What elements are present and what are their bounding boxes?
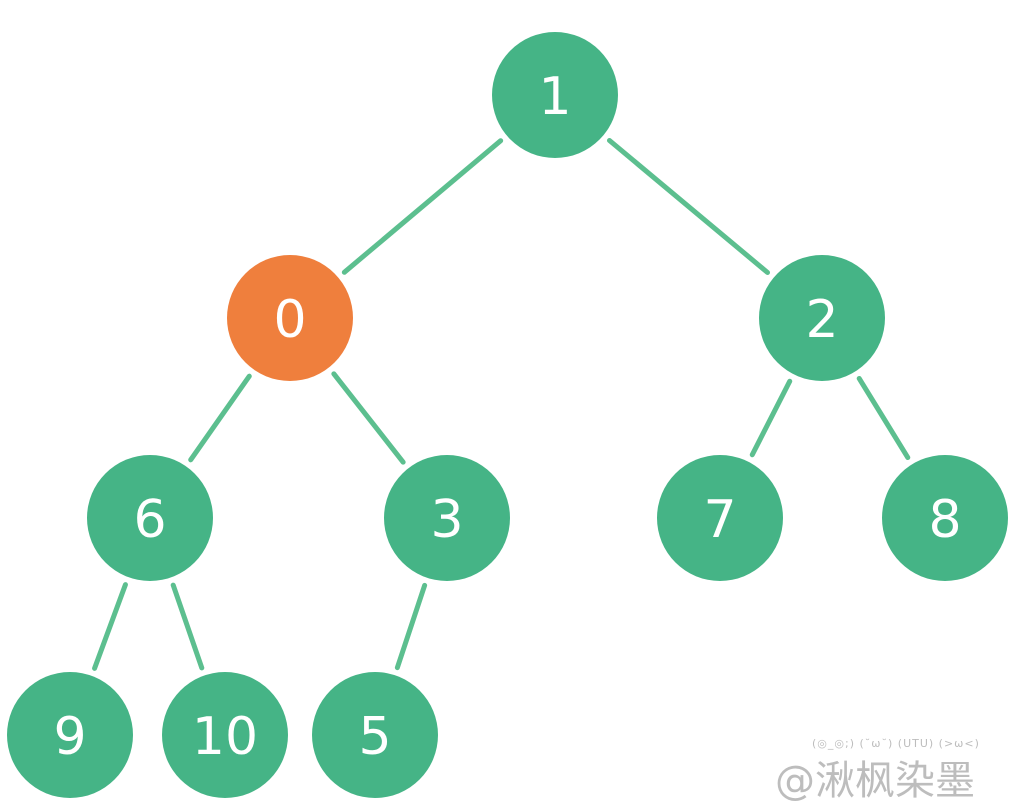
watermark-text: @湫枫染墨 <box>775 758 975 804</box>
tree-node-10: 10 <box>162 672 288 798</box>
node-label: 3 <box>430 490 463 550</box>
tree-node-6: 6 <box>87 455 213 581</box>
node-label: 7 <box>703 490 736 550</box>
tree-node-0: 0 <box>227 255 353 381</box>
tree-node-9: 9 <box>7 672 133 798</box>
tree-node-7: 7 <box>657 455 783 581</box>
edge-n1-n0 <box>341 138 504 275</box>
edge-n0-n6 <box>188 373 252 463</box>
edge-n3-n5 <box>394 582 428 671</box>
node-circle <box>87 455 213 581</box>
watermark-kaomoji: (◎_◎;) (˘ω˘) (UTU) (>ω<) <box>812 737 980 750</box>
node-label: 8 <box>928 490 961 550</box>
node-circle <box>384 455 510 581</box>
node-circle <box>312 672 438 798</box>
node-circle <box>882 455 1008 581</box>
tree-node-1: 1 <box>492 32 618 158</box>
edge-n0-n3 <box>331 371 406 465</box>
node-label: 0 <box>273 290 306 350</box>
node-label: 6 <box>133 490 166 550</box>
tree-node-3: 3 <box>384 455 510 581</box>
node-circle <box>162 672 288 798</box>
highlighted-node-circle <box>227 255 353 381</box>
tree-node-2: 2 <box>759 255 885 381</box>
node-circle <box>7 672 133 798</box>
node-label: 2 <box>805 290 838 350</box>
edge-n6-n9 <box>92 582 128 671</box>
tree-node-5: 5 <box>312 672 438 798</box>
edge-n2-n8 <box>856 375 911 461</box>
edge-n6-n10 <box>170 582 205 671</box>
node-label: 9 <box>53 707 86 767</box>
edge-n1-n2 <box>606 138 771 275</box>
edge-n2-n7 <box>749 378 793 458</box>
node-circle <box>492 32 618 158</box>
node-label: 10 <box>192 707 258 767</box>
node-label: 1 <box>538 67 571 127</box>
node-label: 5 <box>358 707 391 767</box>
tree-node-8: 8 <box>882 455 1008 581</box>
node-circle <box>759 255 885 381</box>
node-circle <box>657 455 783 581</box>
